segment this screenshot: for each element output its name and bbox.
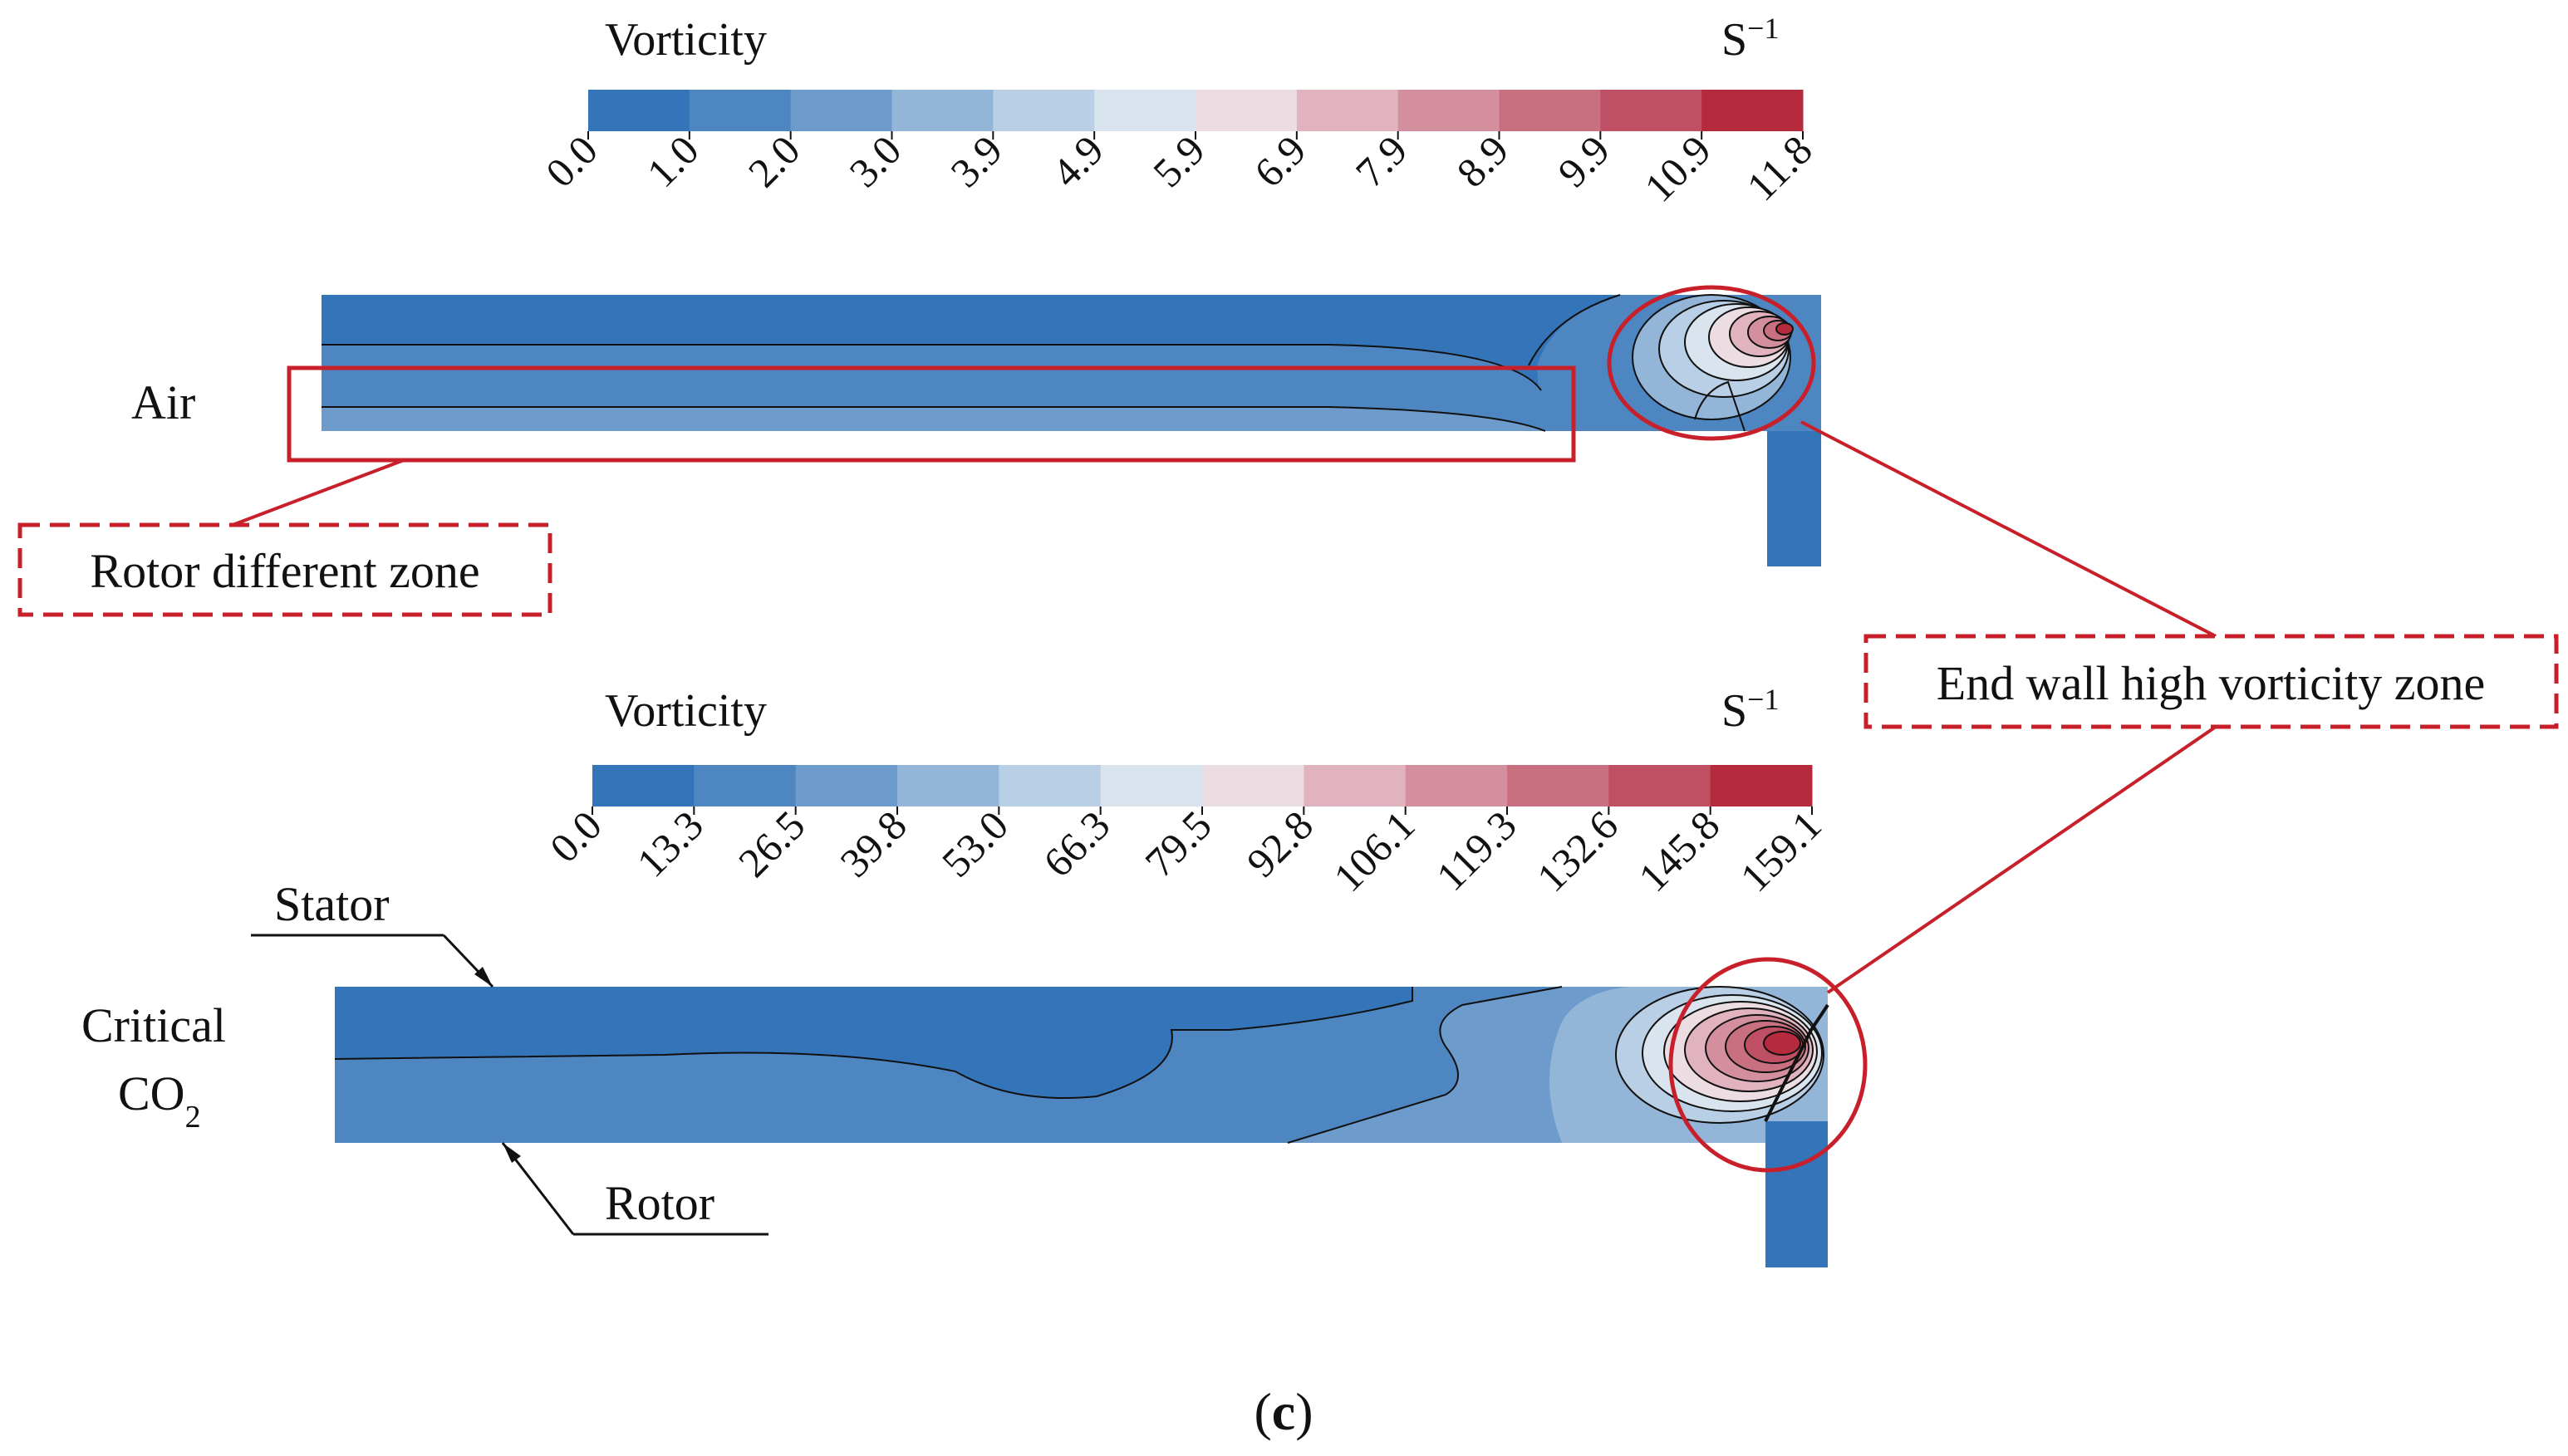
air-contour-band-3 [322,407,1545,431]
air-colorbar-swatch [588,90,690,131]
air-colorbar-tick-label: 1.0 [638,126,708,196]
co2-colorbar-swatch [1608,765,1711,806]
air-colorbar-swatch [689,90,792,131]
air-colorbar-tick-label: 0.0 [537,126,606,196]
co2-colorbar-swatch [1405,765,1508,806]
end-wall-callout-box [1863,634,2559,729]
air-colorbar-title: Vorticity [605,14,767,66]
co2-colorbar-tick-label: 66.3 [1034,802,1118,885]
air-fluid-label: Air [131,375,195,429]
co2-contour-band-1 [335,987,1412,1098]
co2-colorbar-tick-label: 92.8 [1238,802,1322,885]
air-colorbar-swatch [1397,90,1500,131]
air-colorbar-tick-label: 5.9 [1144,126,1214,196]
co2-colorbar-tick-label: 132.6 [1528,802,1627,900]
rotor-zone-callout-box [17,522,552,617]
co2-end-wall-circle [1668,957,1868,1173]
co2-colorbar-swatch [795,765,898,806]
co2-colorbar-swatch [1100,765,1203,806]
air-end-wall-circle [1607,285,1816,441]
co2-colorbar-unit: S−1 [1721,683,1779,737]
air-colorbar-tick-label: 3.0 [840,126,910,196]
co2-colorbar-tick-label: 119.3 [1427,802,1525,900]
air-colorbar-swatch [790,90,892,131]
air-colorbar-unit: S−1 [1721,12,1779,66]
air-vortex-core [1775,322,1794,336]
co2-colorbar-tick-label: 53.0 [933,802,1017,885]
air-colorbar-tick-label: 2.0 [739,126,809,196]
air-colorbar-tick-label: 6.9 [1245,126,1315,196]
air-colorbar-swatch [1296,90,1399,131]
air-colorbar-tick-label: 10.9 [1635,126,1719,210]
co2-colorbar-title: Vorticity [605,685,767,737]
co2-outlet-channel [1765,1121,1828,1267]
co2-colorbar-swatch [1202,765,1304,806]
air-colorbar-tick-label: 4.9 [1043,126,1112,196]
co2-colorbar-swatch [1304,765,1407,806]
rotor-zone-highlight-box [287,365,1576,463]
rotor-zone-leader-line [232,458,405,527]
co2-colorbar-swatch [694,765,797,806]
co2-colorbar-tick-label: 106.1 [1324,802,1423,900]
air-colorbar-tick-label: 7.9 [1347,126,1417,196]
co2-fluid-label-line2: CO2 [118,1066,201,1135]
air-outlet-channel [1767,431,1821,566]
end-wall-leader-line-bottom [1826,725,2217,994]
co2-colorbar-swatch [1507,765,1609,806]
co2-colorbar-swatch [592,765,695,806]
stator-label: Stator [274,877,390,931]
co2-colorbar-tick-label: 13.3 [628,802,712,885]
co2-vortex-core [1763,1031,1801,1056]
rotor-arrowhead [503,1143,521,1163]
co2-colorbar-tick-label: 145.8 [1629,802,1728,900]
co2-contour-plot [334,986,1829,1267]
air-colorbar-tick-label: 11.8 [1738,126,1821,209]
end-wall-callout-text: End wall high vorticity zone [1937,656,2485,710]
air-colorbar-swatch [1600,90,1702,131]
stator-arrowhead [474,967,493,987]
rotor-zone-callout-text: Rotor different zone [90,544,479,598]
co2-colorbar-swatch [897,765,999,806]
co2-colorbar-tick-label: 159.1 [1731,802,1830,900]
co2-fluid-label-line1: Critical [81,998,226,1052]
co2-colorbar-tick-label: 79.5 [1136,802,1220,885]
co2-colorbar-tick-label: 26.5 [729,802,813,885]
air-colorbar-swatch [891,90,994,131]
air-colorbar-tick-label: 9.9 [1549,126,1618,196]
air-colorbar-tick-label: 8.9 [1447,126,1517,196]
air-colorbar-swatch [1701,90,1804,131]
air-colorbar-tick-label: 3.9 [941,126,1011,196]
annotations: Rotor different zone End wall high vorti… [17,285,2559,1236]
co2-colorbar-swatch [999,765,1102,806]
end-wall-leader-line-top [1800,420,2217,638]
co2-colorbar-swatch [1710,765,1813,806]
rotor-label: Rotor [605,1176,714,1230]
co2-colorbar-tick-label: 39.8 [831,802,915,885]
co2-colorbar-tick-label: 0.0 [541,802,611,871]
figure-caption: (c) [1254,1382,1313,1441]
air-colorbar-swatch [1094,90,1196,131]
air-colorbar-swatch [993,90,1095,131]
air-colorbar-swatch [1196,90,1298,131]
air-colorbar-swatch [1499,90,1601,131]
air-panel: Vorticity S−1 0.0 1.0 2.0 3.0 3.9 4.9 5.9 6.9 7.… [131,12,1821,566]
